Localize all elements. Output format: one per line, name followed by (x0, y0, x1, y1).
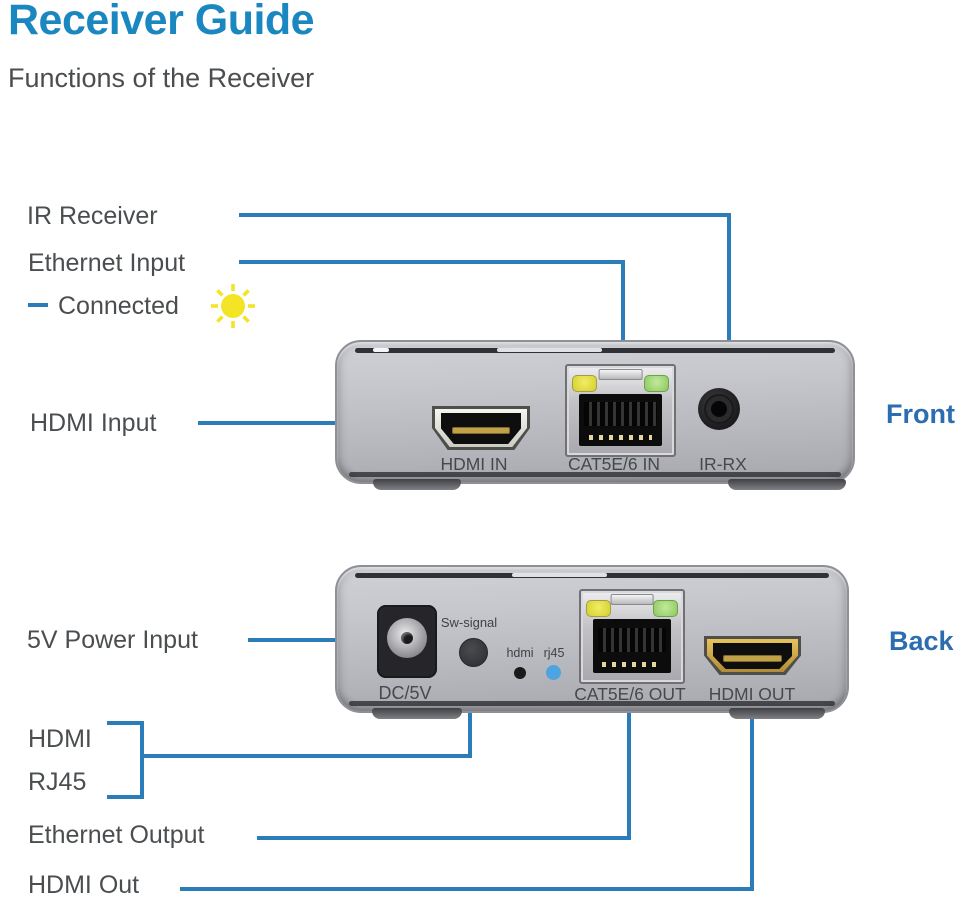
dc-jack-pin (401, 632, 413, 644)
rj45-yellow-led (572, 375, 597, 392)
front-foot-left (373, 479, 461, 490)
callout-hdmi-out: HDMI Out (28, 871, 140, 898)
bracket-bottom-tick (107, 795, 144, 799)
front-foot-right (728, 479, 846, 490)
back-view-label: Back (889, 626, 954, 656)
hdmi-out-port (704, 636, 801, 675)
callout-line-ethernet-out-horizontal (257, 836, 631, 840)
rj45-cavity (579, 394, 662, 446)
cat5e-out-port (579, 589, 685, 684)
cat5e-out-label: CAT5E/6 OUT (574, 684, 686, 704)
bracket-top-tick (107, 721, 144, 725)
callout-hdmi: HDMI (28, 725, 92, 753)
dc-5v-label: DC/5V (378, 683, 432, 703)
hdmi-indicator-label: hdmi (506, 646, 534, 660)
back-seam-highlight (512, 573, 607, 577)
sun-icon (211, 284, 255, 328)
rj45-yellow-led (586, 600, 611, 617)
rj45-tab (598, 369, 643, 380)
callout-line-ir-vertical (727, 213, 731, 369)
callout-hdmi-input: HDMI Input (30, 409, 157, 437)
cat5e-in-label: CAT5E/6 IN (567, 454, 661, 474)
back-foot-right (729, 708, 825, 719)
callout-5v-power-input: 5V Power Input (27, 626, 198, 654)
rj45-pins (597, 627, 667, 653)
hdmi-indicator-led (514, 667, 526, 679)
back-foot-left (372, 708, 462, 719)
callout-ethernet-output: Ethernet Output (28, 821, 205, 849)
callout-rj45: RJ45 (28, 768, 87, 796)
receiver-back-panel: DC/5V Sw-signal hdmi rj45 CAT5E/6 OUT HD (335, 565, 849, 719)
ir-rx-jack (698, 388, 740, 430)
back-bottom-shade (349, 701, 835, 706)
page-title: Receiver Guide (8, 0, 315, 44)
receiver-front-panel: HDMI IN CAT5E/6 IN IR-RX (335, 340, 855, 490)
callout-line-ethernet-in-vertical (621, 260, 625, 362)
connected-dash (28, 303, 48, 307)
rj45-tab (610, 594, 654, 605)
callout-line-ir-horizontal (239, 213, 731, 217)
callout-ethernet-input: Ethernet Input (28, 249, 186, 277)
callout-line-ethernet-in-horizontal (239, 260, 625, 264)
rj45-contact-dots (588, 434, 653, 440)
page-subtitle: Functions of the Receiver (8, 63, 315, 93)
rj45-cavity (593, 619, 671, 673)
rj45-indicator-label: rj45 (543, 646, 565, 660)
callout-line-ethernet-out-vertical (627, 702, 631, 840)
callout-line-hdmi-out-horizontal (180, 887, 754, 891)
ir-rx-jack-hole (711, 401, 727, 417)
front-view-label: Front (886, 399, 955, 429)
hdmi-in-port (432, 406, 530, 450)
hdmi-in-label: HDMI IN (440, 454, 508, 474)
ir-rx-label: IR-RX (699, 454, 747, 474)
callout-ir-receiver: IR Receiver (27, 202, 158, 230)
sw-signal-label: Sw-signal (440, 615, 498, 630)
dc-5v-jack (377, 605, 437, 678)
front-seam-highlight (373, 348, 389, 352)
sw-signal-button (459, 638, 488, 667)
callout-line-hdmi-out-vertical (750, 712, 754, 891)
callout-line-hdmi-input (198, 421, 408, 425)
front-bottom-shade (349, 472, 841, 477)
hdmi-out-port-contacts (723, 654, 782, 662)
cat5e-in-port (565, 364, 676, 457)
front-seam-highlight (497, 348, 602, 352)
rj45-indicator-led (546, 665, 561, 680)
hdmi-out-label: HDMI OUT (708, 684, 796, 704)
rj45-green-led (653, 600, 678, 617)
rj45-pins (583, 402, 658, 427)
hdmi-in-port-contacts (451, 427, 511, 435)
rj45-contact-dots (602, 661, 662, 667)
callout-line-5v-power (248, 638, 354, 642)
bracket-vertical (140, 721, 144, 799)
callout-line-sw-signal-horizontal (143, 754, 472, 758)
callout-connected: Connected (58, 292, 179, 320)
rj45-green-led (644, 375, 669, 392)
